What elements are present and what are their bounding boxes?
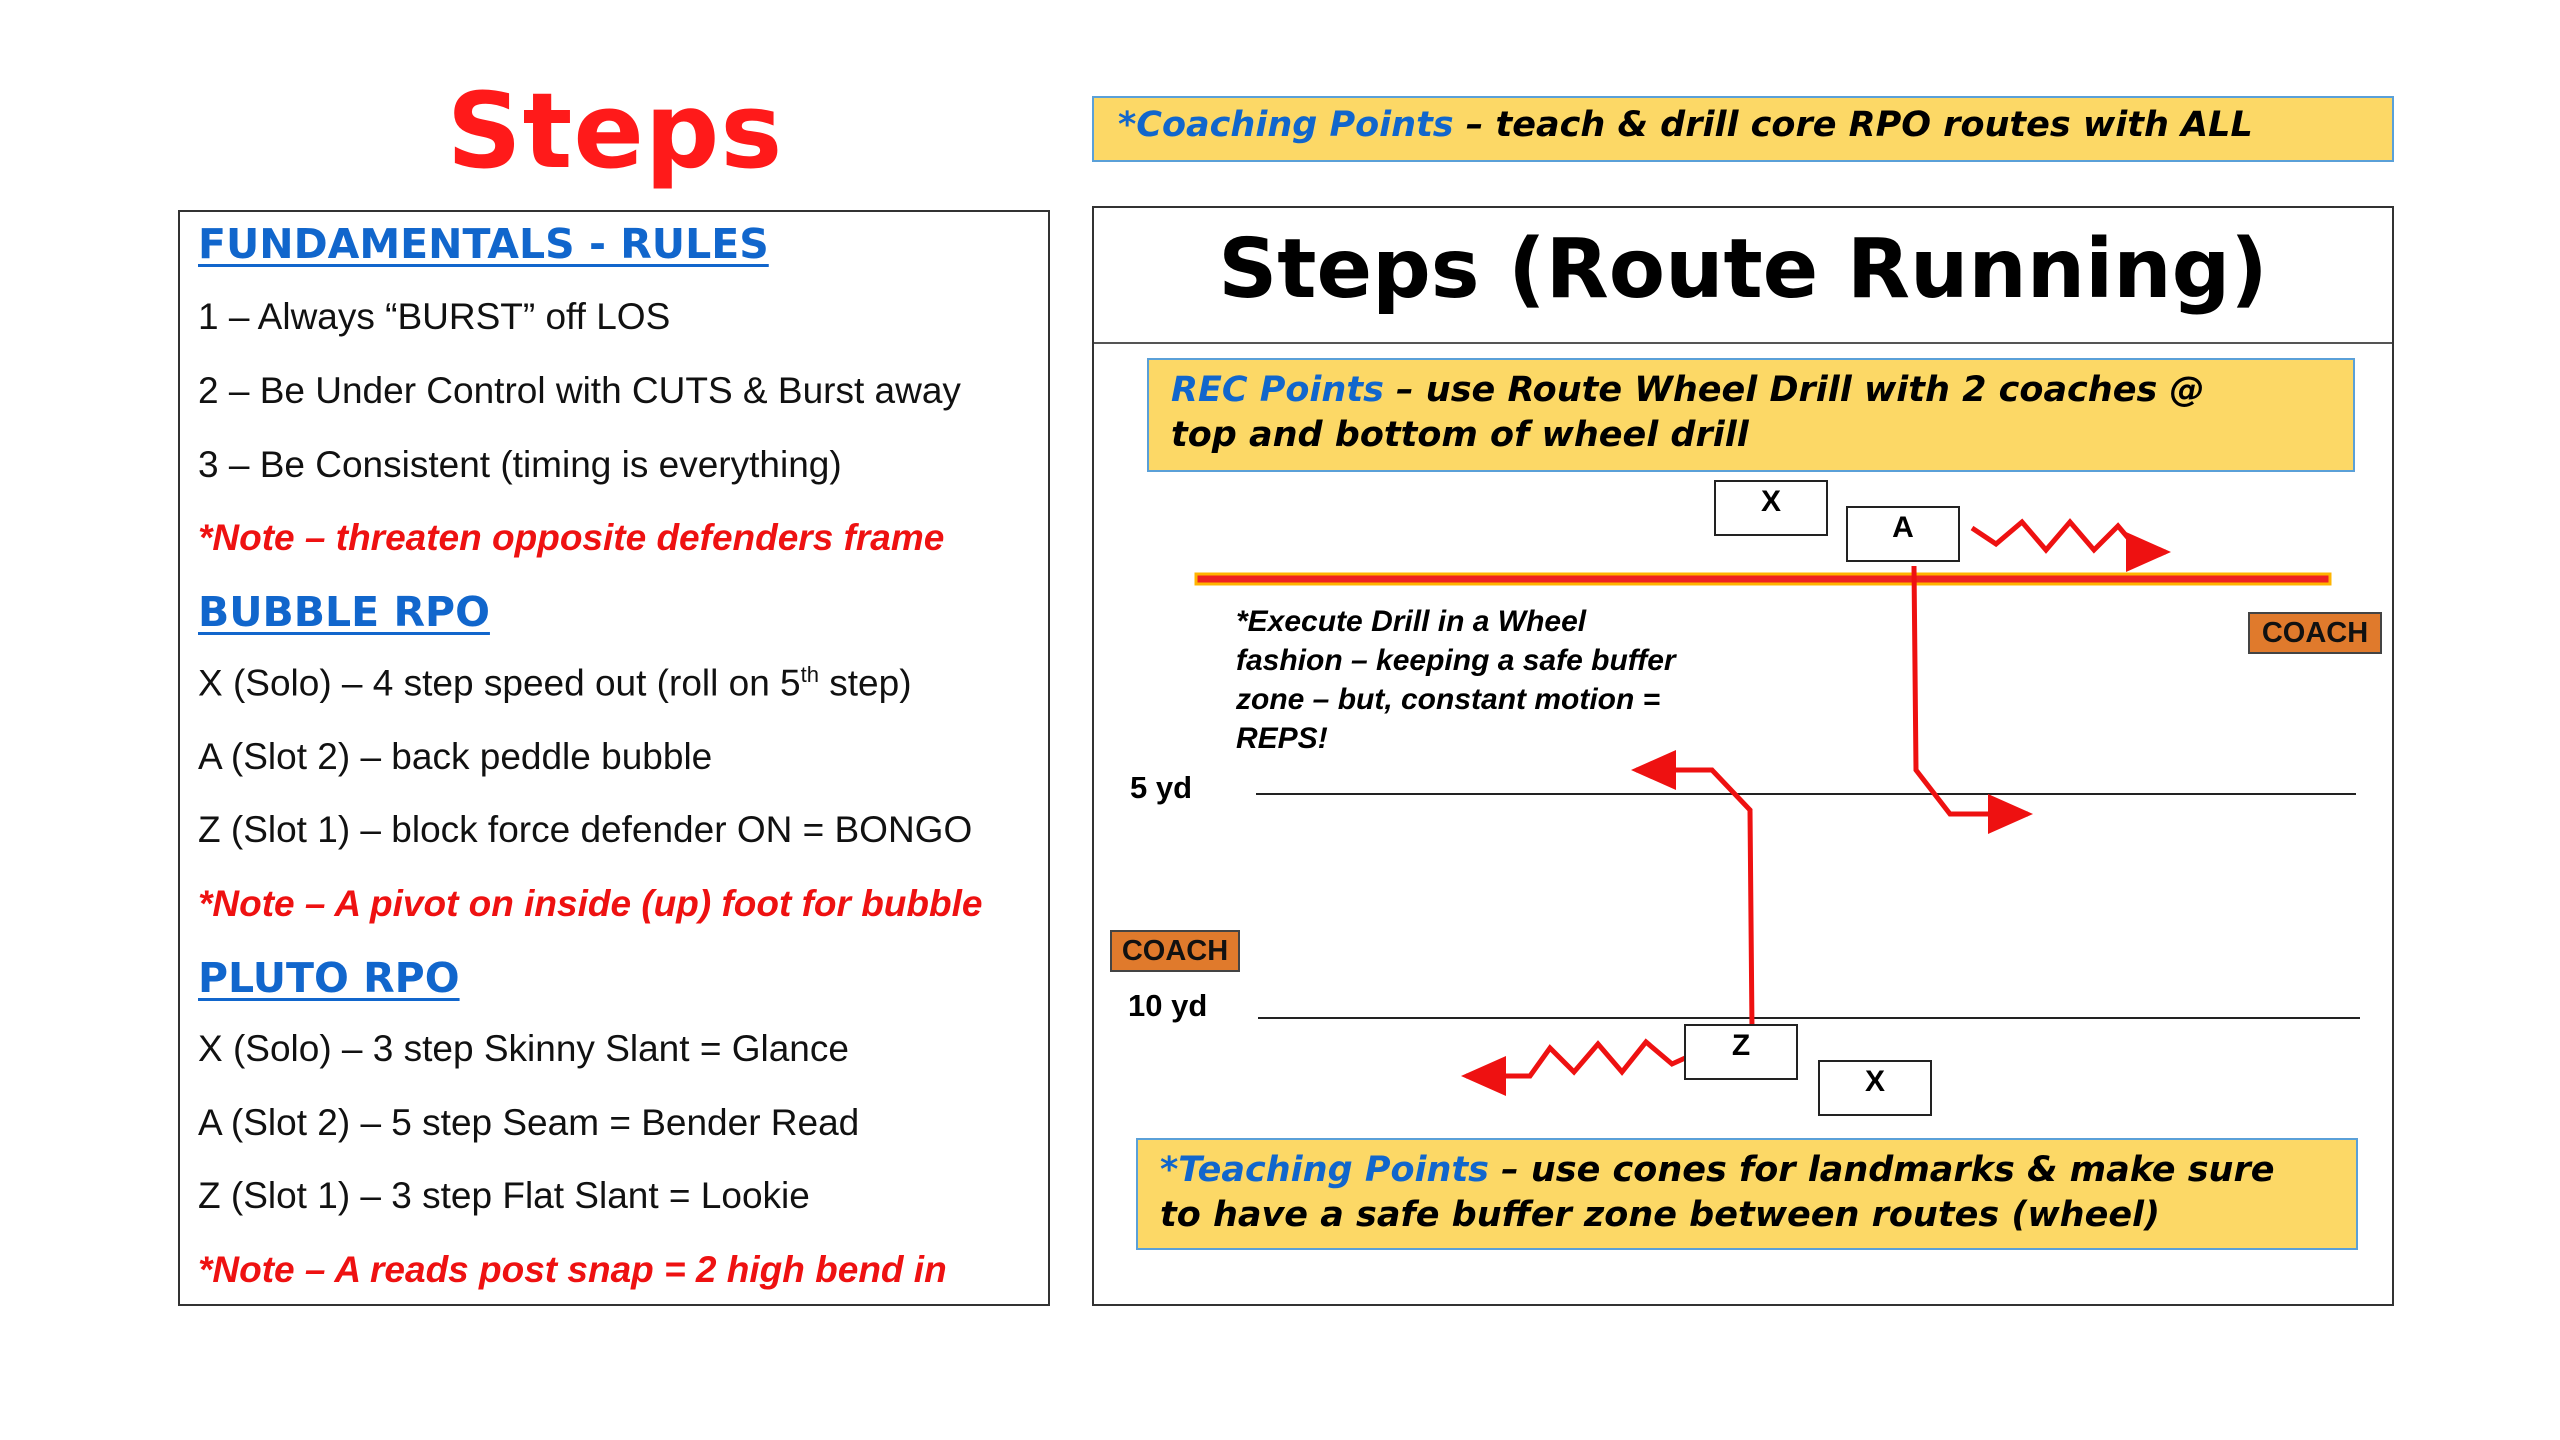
pluto-rule-x: X (Solo) – 3 step Skinny Slant = Glance xyxy=(198,1028,849,1069)
position-a: A xyxy=(1846,506,1960,562)
route-z-zigzag xyxy=(1461,1038,1696,1096)
fundamentals-heading: FUNDAMENTALS - RULES xyxy=(198,220,769,268)
teaching-points-line-2: to have a safe buffer zone between route… xyxy=(1160,1195,2161,1235)
coach-tag-left: COACH xyxy=(1110,930,1240,972)
fundamental-rule-3: 3 – Be Consistent (timing is everything) xyxy=(198,444,842,485)
coaching-points-label: *Coaching Points xyxy=(1118,105,1454,145)
title-divider xyxy=(1094,342,2392,344)
fundamental-rule-1: 1 – Always “BURST” off LOS xyxy=(198,296,671,337)
drill-note: *Execute Drill in a Wheel fashion – keep… xyxy=(1236,605,1676,755)
rec-points-line-1: – use Route Wheel Drill with 2 coaches @ xyxy=(1383,370,2205,410)
yard-label-10: 10 yd xyxy=(1128,988,1208,1023)
coaching-points-text: – teach & drill core RPO routes with ALL xyxy=(1453,105,2253,145)
pluto-rule-z: Z (Slot 1) – 3 step Flat Slant = Lookie xyxy=(198,1175,810,1216)
route-a-zigzag xyxy=(1970,518,2171,572)
route-running-title: Steps (Route Running) xyxy=(1218,222,2268,317)
bubble-note: *Note – A pivot on inside (up) foot for … xyxy=(198,883,983,924)
yard-label-5: 5 yd xyxy=(1130,770,1193,805)
route-running-panel xyxy=(1092,206,2394,1306)
rec-points-line-2: top and bottom of wheel drill xyxy=(1171,415,1749,455)
fundamental-rule-2: 2 – Be Under Control with CUTS & Burst a… xyxy=(198,370,961,411)
route-a-stem xyxy=(1911,565,2033,834)
rec-points-box: REC Points – use Route Wheel Drill with … xyxy=(1147,358,2355,472)
pluto-rpo-heading: PLUTO RPO xyxy=(198,954,460,1002)
rec-points-label: REC Points xyxy=(1171,370,1384,410)
teaching-points-line-1: – use cones for landmarks & make sure xyxy=(1489,1150,2275,1190)
position-z: Z xyxy=(1684,1024,1798,1080)
position-x-top: X xyxy=(1714,480,1828,536)
rules-panel: FUNDAMENTALS - RULES 1 – Always “BURST” … xyxy=(178,210,1050,1306)
pluto-note: *Note – A reads post snap = 2 high bend … xyxy=(198,1249,947,1290)
route-z-stem xyxy=(1631,750,1755,1031)
coaching-points-box: *Coaching Points – teach & drill core RP… xyxy=(1092,96,2394,162)
position-x-bottom: X xyxy=(1818,1060,1932,1116)
fundamentals-note: *Note – threaten opposite defenders fram… xyxy=(198,517,945,558)
teaching-points-box: *Teaching Points – use cones for landmar… xyxy=(1136,1138,2358,1250)
bubble-rpo-heading: BUBBLE RPO xyxy=(198,588,490,636)
left-title: Steps xyxy=(446,70,784,192)
bubble-rule-z: Z (Slot 1) – block force defender ON = B… xyxy=(198,809,973,850)
line-of-scrimmage xyxy=(1194,572,2332,586)
coach-tag-top: COACH xyxy=(2248,612,2382,654)
pluto-rule-a: A (Slot 2) – 5 step Seam = Bender Read xyxy=(198,1102,860,1143)
bubble-rule-x: X (Solo) – 4 step speed out (roll on 5th… xyxy=(198,662,912,704)
teaching-points-label: *Teaching Points xyxy=(1160,1150,1490,1190)
bubble-rule-a: A (Slot 2) – back peddle bubble xyxy=(198,736,713,777)
